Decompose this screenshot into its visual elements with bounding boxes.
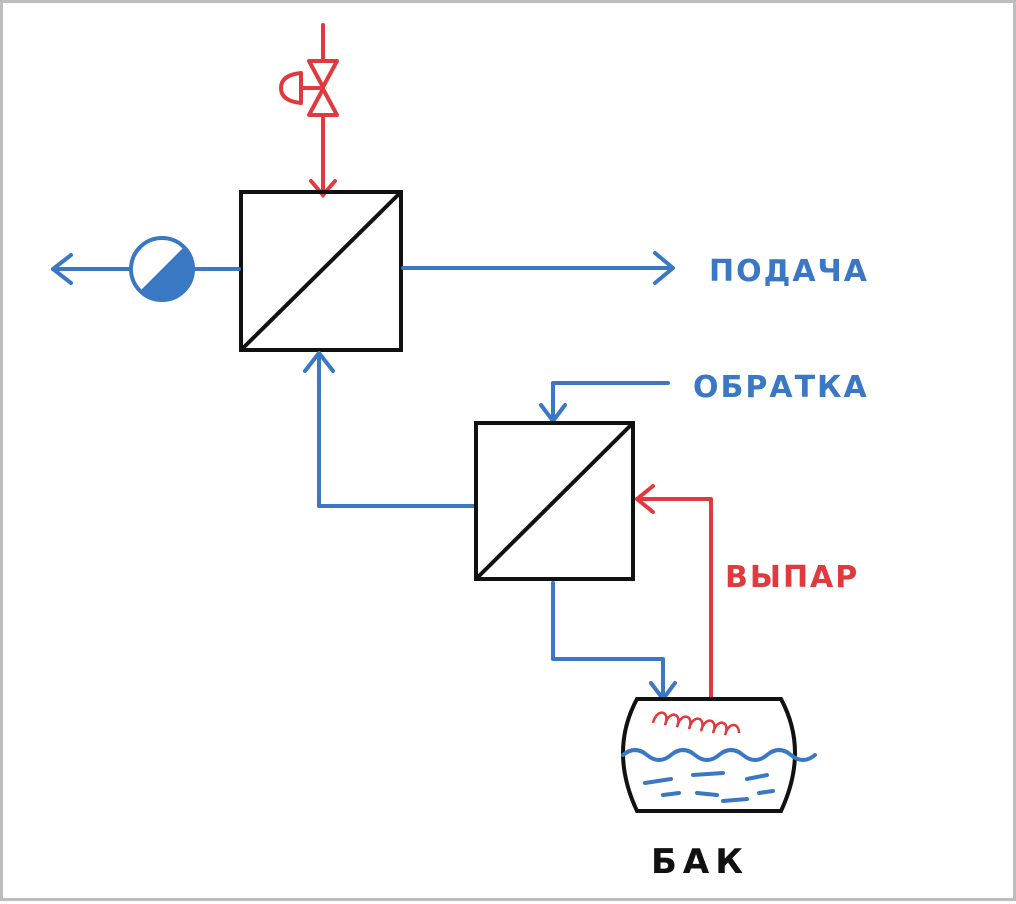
supply-label: ПОДАЧА [709,254,869,289]
process-flow-diagram: ПОДАЧА ОБРАТКА ВЫПАР БАК [51,23,869,882]
drain-pipe [551,581,665,699]
tank-steam-coil [651,711,741,736]
vapor-pipe [635,497,713,699]
interconnect-pipe [317,353,476,508]
control-valve-icon [279,59,339,117]
upper-exchanger-diagonal [239,190,403,352]
tank-water-dashes [643,771,775,803]
pump-icon [129,236,195,302]
tank-body [621,697,797,813]
valve-upper-triangle [307,59,339,89]
tank-water-surface [621,748,817,762]
lower-exchanger-body [474,421,635,581]
left-arrow-head [51,253,73,285]
steam-arrow-head [309,179,337,199]
vapor-arrow-head [635,484,655,514]
vapor-label: ВЫПАР [725,560,859,595]
heat-exchanger-icon [474,421,635,581]
return-line [539,381,670,423]
interconnect-arrow-head [303,351,335,373]
tank-icon [621,697,817,813]
return-label: ОБРАТКА [693,370,869,405]
valve-lower-triangle [307,87,339,117]
return-pipe [551,381,670,421]
tank-label: БАК [651,842,749,882]
left-outlet-line [51,253,241,285]
vapor-line [635,484,713,699]
interconnect-line [303,351,476,508]
upper-exchanger-body [239,190,403,352]
pump-fill [140,247,194,301]
lower-exchanger-diagonal [474,421,635,581]
valve-actuator [279,71,303,105]
steam-inlet-line [309,23,337,199]
drain-line [551,581,677,701]
supply-arrow-head [653,251,675,285]
heat-exchanger-icon [239,190,403,352]
supply-line [401,251,675,285]
